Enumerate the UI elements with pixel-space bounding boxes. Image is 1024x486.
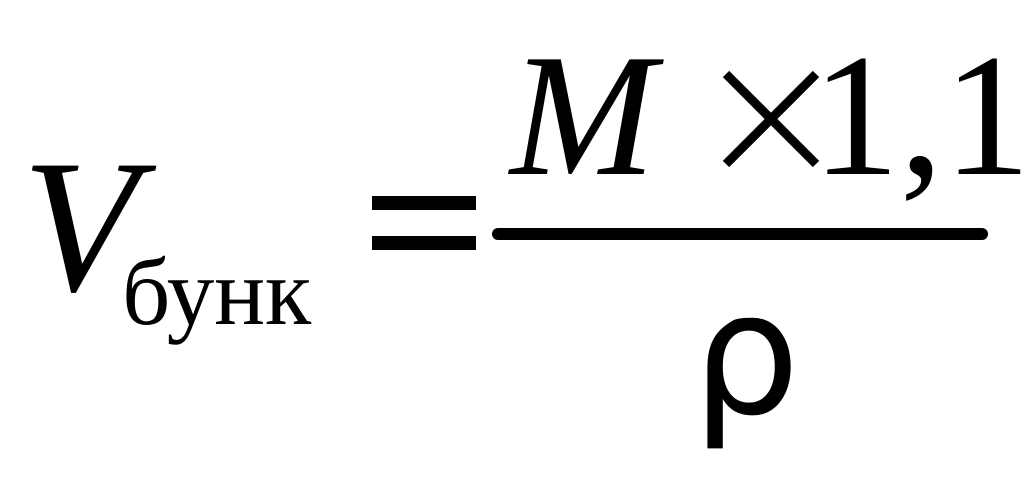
numerator-variable: M — [510, 18, 656, 212]
numerator-coefficient: 1,1 — [812, 18, 1024, 212]
lhs-variable: V — [22, 122, 139, 332]
fraction-bar — [492, 228, 988, 240]
equals-bar-top — [372, 196, 476, 210]
denominator-symbol: ρ — [692, 256, 800, 454]
lhs-subscript: бунк — [122, 239, 312, 345]
multiplication-sign-icon — [720, 68, 822, 170]
equals-sign — [372, 188, 476, 260]
equals-bar-bottom — [372, 236, 476, 250]
